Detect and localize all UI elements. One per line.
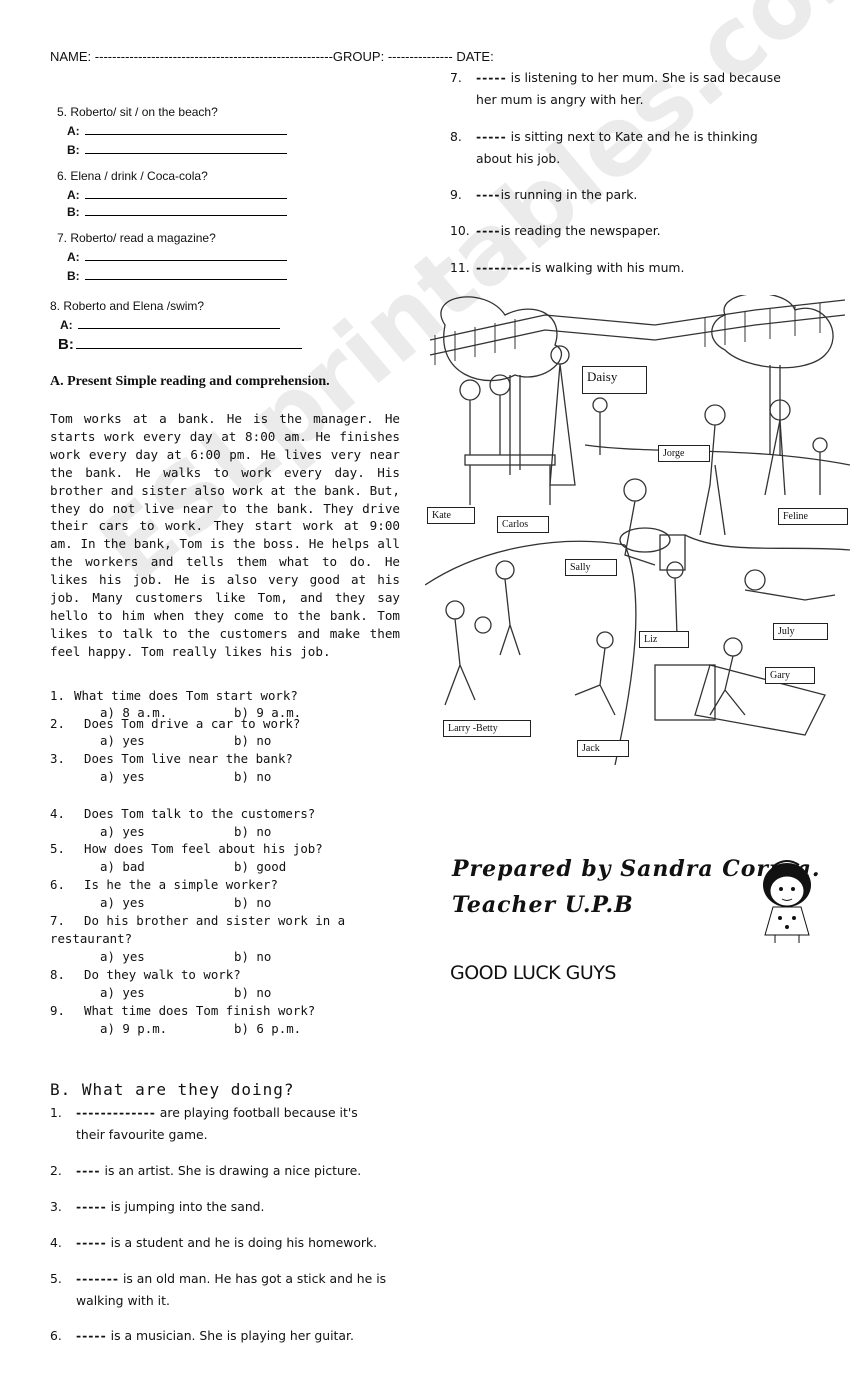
label-daisy: Daisy [582, 366, 647, 394]
option-a[interactable]: a) yes [100, 985, 145, 1000]
good-luck-text: GOOD LUCK GUYS [450, 962, 616, 984]
fill-in-item: 8.----- is sitting next to Kate and he i… [450, 129, 758, 166]
signature-line-2: Teacher U.P.B [452, 892, 634, 918]
label-liz: Liz [639, 631, 689, 648]
answer-line-b[interactable]: B: [67, 205, 287, 219]
answer-line-a[interactable]: A: [67, 250, 287, 264]
fill-in-item: 4.----- is a student and he is doing his… [50, 1235, 378, 1250]
comprehension-question: 2.Does Tom drive a car to work? [50, 716, 301, 731]
fill-in-item: 9.----is running in the park. [450, 187, 638, 202]
option-a[interactable]: a) yes [100, 824, 145, 839]
name-line[interactable]: ----------------------------------------… [94, 49, 333, 64]
option-a[interactable]: a) bad [100, 859, 145, 874]
option-b[interactable]: b) no [234, 769, 272, 784]
option-b[interactable]: b) good [234, 859, 287, 874]
option-a[interactable]: a) 9 p.m. [100, 1021, 168, 1036]
option-a[interactable]: a) yes [100, 895, 145, 910]
blank[interactable]: ---- [476, 223, 501, 238]
fill-in-item: 5.------- is an old man. He has got a st… [50, 1271, 387, 1308]
blank[interactable]: ----- [76, 1199, 107, 1214]
answer-line-b[interactable]: B: [67, 269, 287, 283]
option-b[interactable]: b) no [234, 895, 272, 910]
cartoon-girl-icon [755, 855, 820, 945]
comprehension-question: 7.Do his brother and sister work in a [50, 913, 346, 928]
blank[interactable]: --------- [476, 260, 532, 275]
section-a-title: A. Present Simple reading and comprehens… [50, 374, 330, 389]
fill-in-item: 7.----- is listening to her mum. She is … [450, 70, 781, 107]
question-6: 6. Elena / drink / Coca-cola? [57, 169, 208, 183]
comprehension-question: 9.What time does Tom finish work? [50, 1003, 316, 1018]
comprehension-question-continued: restaurant? [50, 931, 133, 946]
option-a[interactable]: a) yes [100, 949, 145, 964]
answer-line-b[interactable]: B: [58, 336, 302, 353]
fill-in-item: 1.------------- are playing football bec… [50, 1105, 358, 1142]
blank[interactable]: ----- [76, 1328, 107, 1343]
blank[interactable]: ---- [76, 1163, 101, 1178]
worksheet-header: NAME: ----------------------------------… [50, 49, 494, 64]
comprehension-question: 1.What time does Tom start work? [50, 688, 298, 703]
section-b-title: B. What are they doing? [50, 1080, 295, 1099]
option-a[interactable]: a) yes [100, 769, 145, 784]
group-line[interactable]: --------------- [387, 49, 453, 64]
question-5: 5. Roberto/ sit / on the beach? [57, 105, 218, 119]
option-b[interactable]: b) no [234, 949, 272, 964]
fill-in-item: 2.---- is an artist. She is drawing a ni… [50, 1163, 362, 1178]
label-jorge: Jorge [658, 445, 710, 462]
label-july: July [773, 623, 828, 640]
blank[interactable]: ------- [76, 1271, 119, 1286]
comprehension-question: 3.Does Tom live near the bank? [50, 751, 293, 766]
blank[interactable]: ------------- [76, 1105, 156, 1120]
option-b[interactable]: b) no [234, 985, 272, 1000]
answer-line-a[interactable]: A: [67, 188, 287, 202]
reading-passage: Tom works at a bank. He is the manager. … [50, 411, 400, 659]
label-sally: Sally [565, 559, 617, 576]
label-carlos: Carlos [497, 516, 549, 533]
option-b[interactable]: b) 9 a.m. [234, 705, 302, 720]
option-b[interactable]: b) 6 p.m. [234, 1021, 302, 1036]
option-b[interactable]: b) no [234, 824, 272, 839]
option-a[interactable]: a) 8 a.m. [100, 705, 168, 720]
fill-in-item: 10.----is reading the newspaper. [450, 223, 661, 238]
label-jack: Jack [577, 740, 629, 757]
comprehension-question: 8.Do they walk to work? [50, 967, 241, 982]
comprehension-question: 6.Is he the a simple worker? [50, 877, 278, 892]
label-gary: Gary [765, 667, 815, 684]
comprehension-question: 4.Does Tom talk to the customers? [50, 806, 316, 821]
answer-line-a[interactable]: A: [60, 318, 280, 332]
fill-in-item: 6.----- is a musician. She is playing he… [50, 1328, 354, 1343]
fill-in-item: 11.---------is walking with his mum. [450, 260, 685, 275]
fill-in-item: 3.----- is jumping into the sand. [50, 1199, 265, 1214]
answer-line-b[interactable]: B: [67, 143, 287, 157]
group-label: GROUP: [332, 49, 385, 64]
label-kate: Kate [427, 507, 475, 524]
question-7: 7. Roberto/ read a magazine? [57, 231, 216, 245]
blank[interactable]: ----- [476, 129, 507, 144]
label-larry-betty: Larry -Betty [443, 720, 531, 737]
blank[interactable]: ---- [476, 187, 501, 202]
question-8: 8. Roberto and Elena /swim? [50, 299, 205, 313]
option-a[interactable]: a) yes [100, 733, 145, 748]
date-label: DATE: [456, 49, 494, 64]
blank[interactable]: ----- [476, 70, 507, 85]
signature-line-1: Prepared by Sandra Correa. [452, 856, 821, 882]
answer-line-a[interactable]: A: [67, 124, 287, 138]
blank[interactable]: ----- [76, 1235, 107, 1250]
park-illustration: Daisy Jorge Kate Carlos Feline Sally Jul… [424, 293, 850, 766]
name-label: NAME: [50, 49, 92, 64]
label-feline: Feline [778, 508, 848, 525]
option-b[interactable]: b) no [234, 733, 272, 748]
comprehension-question: 5.How does Tom feel about his job? [50, 841, 323, 856]
